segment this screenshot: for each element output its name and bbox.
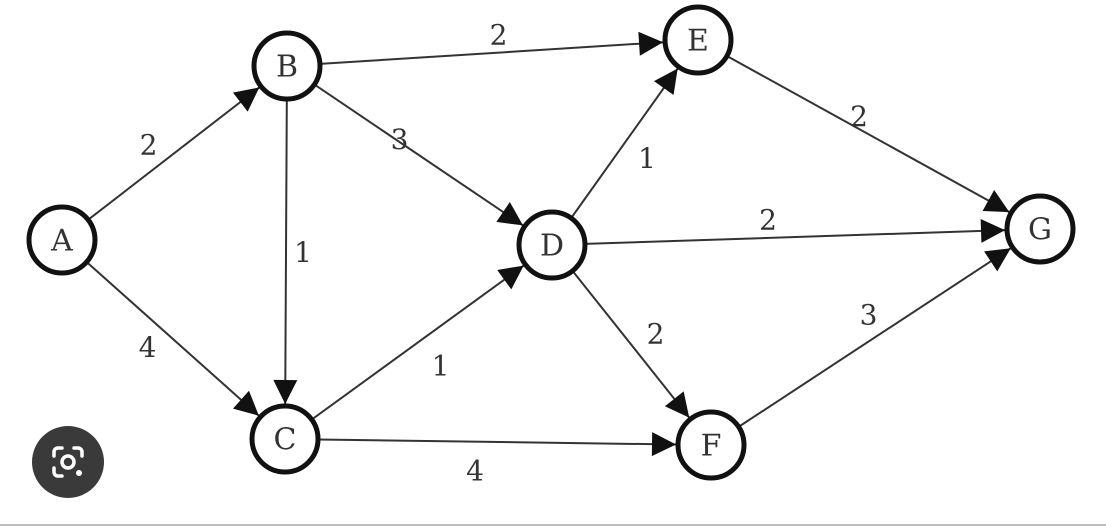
edges	[85, 31, 1012, 457]
edge-weight-a-c: 4	[139, 331, 157, 364]
edge-weight-b-c: 1	[294, 236, 312, 269]
edge-a-b	[87, 86, 260, 221]
node-label: F	[701, 429, 722, 464]
edge-weight-b-d: 3	[391, 123, 409, 156]
edge-weight-f-g: 3	[860, 299, 878, 332]
node-d: D	[516, 209, 588, 281]
node-circle	[516, 209, 588, 281]
edge-b-e	[319, 31, 664, 65]
edge-weight-d-e: 1	[638, 142, 656, 175]
node-a: A	[26, 204, 98, 276]
edge-c-f	[317, 432, 677, 457]
node-f: F	[675, 409, 747, 481]
edge-a-c	[85, 261, 260, 417]
edge-weight-c-f: 4	[466, 455, 484, 488]
node-g: G	[1004, 193, 1076, 265]
node-circle	[1004, 193, 1076, 265]
edge-weight-d-g: 2	[759, 204, 777, 237]
node-label: B	[276, 50, 298, 85]
edge-weight-b-e: 2	[490, 19, 508, 52]
node-b: B	[251, 30, 323, 102]
edge-b-c	[273, 98, 298, 405]
node-label: E	[687, 24, 709, 59]
edge-d-f	[571, 270, 691, 419]
node-label: C	[274, 423, 297, 458]
node-circle	[662, 4, 734, 76]
node-e: E	[662, 4, 734, 76]
edge-c-d	[311, 264, 525, 421]
edge-f-g	[738, 247, 1012, 428]
node-circle	[249, 403, 321, 475]
edge-d-e	[570, 67, 679, 219]
node-c: C	[249, 403, 321, 475]
edge-weight-a-b: 2	[140, 129, 158, 162]
edge-weight-c-d: 1	[432, 350, 450, 383]
node-circle	[675, 409, 747, 481]
edge-weights: 2 4 1 3 2 1 4 1 2 2 2 3	[139, 19, 878, 488]
node-label: D	[540, 229, 564, 264]
edge-e-g	[726, 55, 1010, 213]
edge-d-g	[584, 218, 1006, 245]
node-circle	[251, 30, 323, 102]
edge-weight-e-g: 2	[850, 100, 868, 133]
google-lens-button[interactable]	[32, 426, 104, 498]
node-circle	[26, 204, 98, 276]
bottom-divider	[0, 524, 1106, 526]
google-lens-icon	[52, 446, 84, 478]
edge-weight-d-f: 2	[647, 318, 665, 351]
edge-b-d	[313, 83, 524, 227]
node-label: A	[50, 224, 73, 259]
node-label: G	[1028, 213, 1052, 248]
nodes: A B C D E F G	[26, 4, 1076, 481]
